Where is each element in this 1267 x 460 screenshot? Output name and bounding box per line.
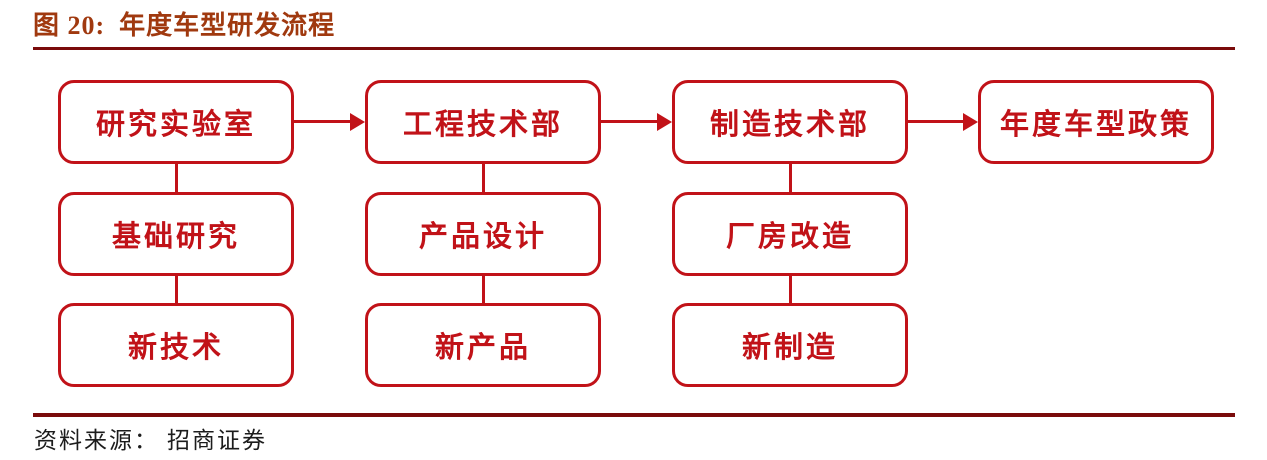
figure-title-text: 年度车型研发流程: [119, 11, 336, 40]
flow-box-basic-research: 基础研究: [58, 192, 294, 276]
source-note: 资料来源： 招商证券: [34, 421, 267, 455]
arrow-right-icon: [350, 113, 365, 131]
connector-col3-mid-bottom: [789, 274, 792, 305]
flow-arrow-line-1: [294, 120, 352, 123]
flow-box-new-technology: 新技术: [58, 303, 294, 387]
connector-col3-top-mid: [789, 162, 792, 194]
connector-col2-mid-bottom: [482, 274, 485, 305]
connector-col1-top-mid: [175, 162, 178, 194]
flow-box-research-lab: 研究实验室: [58, 80, 294, 164]
connector-col1-mid-bottom: [175, 274, 178, 305]
figure-number-label: 图 20:: [33, 11, 106, 40]
flow-box-annual-model-policy: 年度车型政策: [978, 80, 1214, 164]
flow-box-manufacturing-dept: 制造技术部: [672, 80, 908, 164]
flow-box-product-design: 产品设计: [365, 192, 601, 276]
title-underline: [33, 47, 1235, 50]
flow-box-new-product: 新产品: [365, 303, 601, 387]
flow-box-plant-renovation: 厂房改造: [672, 192, 908, 276]
footer-divider: [33, 413, 1235, 417]
flow-arrow-line-2: [601, 120, 659, 123]
arrow-right-icon: [657, 113, 672, 131]
source-text: 招商证券: [167, 428, 267, 453]
arrow-right-icon: [963, 113, 978, 131]
figure-title: 图 20: 年度车型研发流程: [33, 5, 335, 42]
flow-box-new-manufacturing: 新制造: [672, 303, 908, 387]
source-label: 资料来源：: [34, 428, 159, 453]
flow-box-engineering-dept: 工程技术部: [365, 80, 601, 164]
connector-col2-top-mid: [482, 162, 485, 194]
flow-arrow-line-3: [908, 120, 966, 123]
